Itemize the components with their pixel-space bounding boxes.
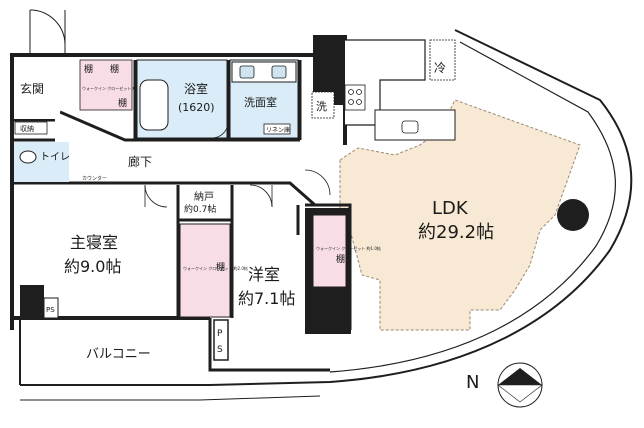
ps-shaft-center [213,319,229,361]
ldk-size: 約29.2帖 [418,222,494,243]
shelf-label-c: 棚 [118,97,127,109]
wic-small-label: ウォークイン クローゼット 約1.1帖 [82,85,147,91]
ps-label-center-b: S [217,345,223,355]
corridor-label: 廊下 [128,154,152,169]
shelf-label-master: 棚 [216,261,225,273]
linen-box [263,123,291,135]
nando-size: 約0.7帖 [184,203,216,215]
interior-walls [12,60,352,330]
shelf-label-western: 棚 [336,253,345,265]
washer-label: 洗 [316,100,327,113]
nando-label: 納戸 [194,190,214,203]
western-wic [312,214,347,288]
toilet-bowl [19,150,37,164]
balcony-outer-edge [20,29,633,386]
compass: N [466,362,543,408]
master-size: 約9.0帖 [64,257,121,276]
master-wic [179,223,231,318]
master-label: 主寝室 [70,233,118,252]
counter-label: カウンター [82,175,107,182]
ldk-label: LDK [432,198,469,219]
ps-shaft-master [43,297,59,319]
storage-entry-label: 収納 [20,124,34,133]
balcony-inner-edge [329,41,617,373]
shelf-label-b: 棚 [110,63,119,75]
door-swings [144,121,331,208]
entrance-shelf [79,59,133,111]
linen-label: リネン庫 [266,126,290,134]
balcony-label: バルコニー [86,347,151,362]
compass-north: N [466,372,479,393]
sink-left [239,65,255,79]
fridge-label: 冷 [434,61,446,75]
bath-label: 浴室 [184,81,208,96]
wic-master-label: ウォークイン クローゼット 約2.0帖 [183,265,248,271]
bath-size: (1620) [178,101,215,114]
washer-box [311,91,335,119]
bathtub [139,79,169,131]
ps-label-master: PS [46,306,55,314]
toilet-label: トイレ [40,152,70,163]
shelf-label-a: 棚 [84,63,93,75]
ldk-floor-area [339,99,581,331]
sink-right [271,65,287,79]
western-label: 洋室 [248,265,280,284]
western-size: 約7.1帖 [238,289,295,308]
wic-western-label: ウォークイン クローゼット 約1.0帖 [316,245,381,251]
entrance-label: 玄関 [20,81,44,96]
ps-label-center-a: P [217,329,223,339]
column-master-left [20,285,44,320]
washroom-label: 洗面室 [244,95,277,109]
kitchen [344,39,456,141]
storage-entry-box [14,121,48,135]
entrance-area [14,57,60,119]
ldk-column [557,199,589,231]
balcony-floor-line [20,395,321,401]
